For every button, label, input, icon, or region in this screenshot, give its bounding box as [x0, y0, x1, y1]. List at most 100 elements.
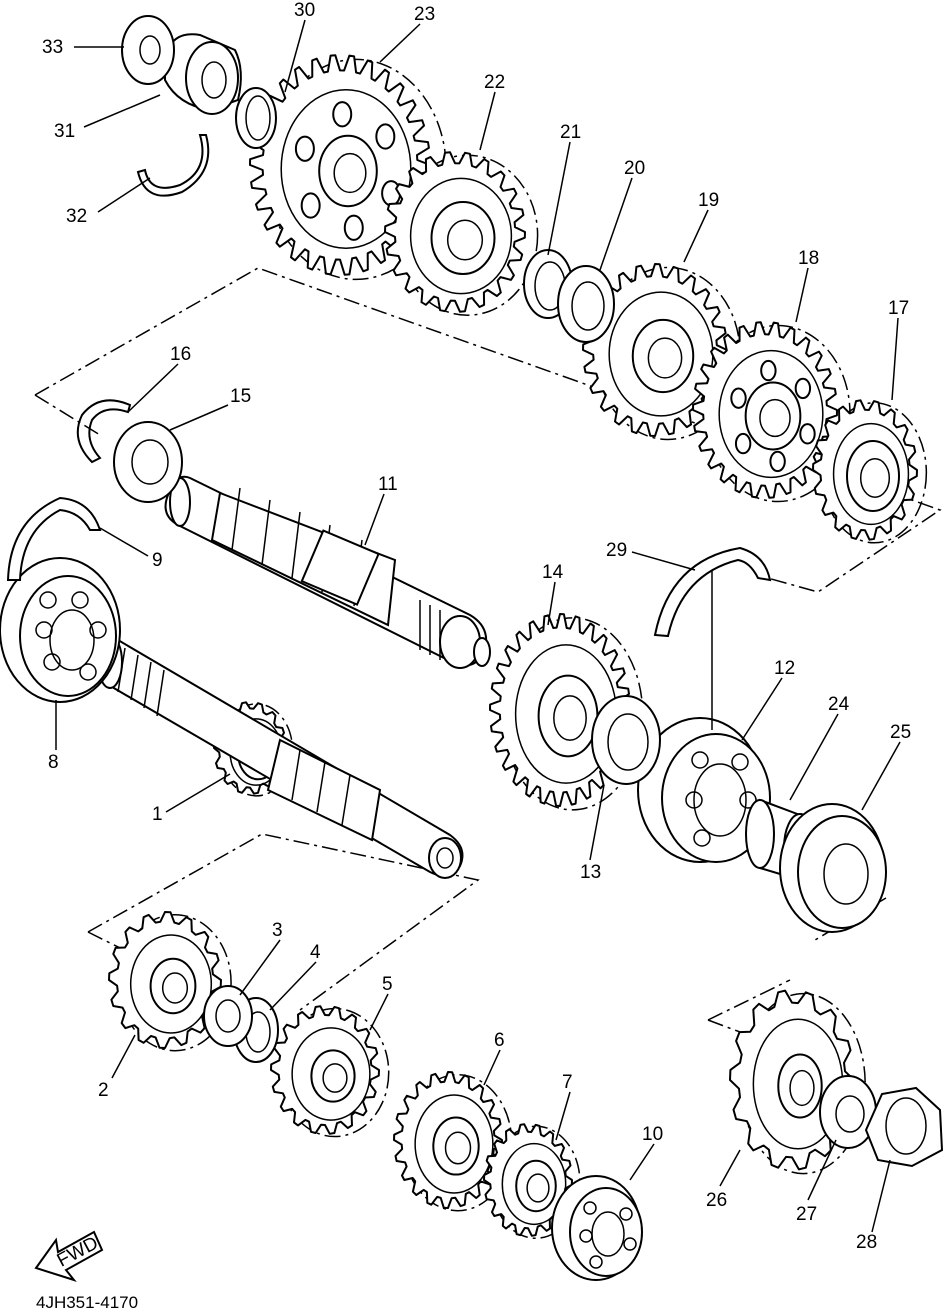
gear-22-web	[409, 177, 513, 295]
gear-2-rear-face	[118, 913, 232, 1052]
callout-2: 2	[98, 1080, 109, 1101]
callout-11: 11	[378, 474, 398, 495]
washer-33	[121, 15, 175, 85]
lock-washer-27	[819, 1075, 877, 1149]
callout-25: 25	[890, 722, 911, 743]
sprocket-26-bore	[789, 1069, 815, 1107]
gear-17-web	[832, 422, 910, 526]
fwd-label: FWD	[54, 1233, 102, 1272]
gear-5-bore	[322, 1063, 348, 1093]
gear-22-hub	[430, 201, 496, 275]
gear-18-lightening-hole	[799, 423, 816, 445]
gear-17-bore	[859, 458, 891, 498]
gear-6-web	[414, 1094, 494, 1194]
gear-22-bore	[446, 219, 484, 261]
bearing-12	[637, 717, 771, 863]
sprocket-26-hub	[777, 1053, 823, 1119]
gear-22	[384, 151, 539, 316]
gear-23-lightening-hole	[294, 135, 315, 162]
callout-27: 27	[796, 1204, 817, 1225]
fwd-arrow: FWD	[34, 1230, 104, 1282]
gear-18-lightening-hole	[794, 377, 812, 400]
gear-23-lightening-hole	[300, 192, 321, 219]
gear-18	[692, 321, 851, 503]
callout-29: 29	[606, 540, 627, 561]
gear-17-rear-face	[821, 402, 928, 544]
gear-18-lightening-hole	[760, 359, 777, 382]
callout-33: 33	[42, 37, 63, 58]
callout-10: 10	[642, 1124, 663, 1145]
callout-labels: 33 31 32 30 23 22 21 20 19 18 17 16 15 1…	[42, 0, 911, 1253]
gear-14-bore	[553, 695, 587, 741]
lock-washer-3	[203, 985, 253, 1047]
gear-19-hub	[631, 318, 695, 394]
callout-7: 7	[562, 1072, 573, 1093]
gear-2-bore	[161, 972, 189, 1004]
callout-31: 31	[54, 121, 75, 142]
callout-24: 24	[828, 694, 850, 715]
callout-16: 16	[170, 344, 191, 365]
bearing-10	[551, 1175, 643, 1281]
gear-18-web	[718, 349, 824, 479]
part-number: 4JH351-4170	[36, 1293, 138, 1312]
drive-axle-1	[93, 635, 464, 879]
callout-8: 8	[48, 752, 59, 773]
gear-5-web	[291, 1027, 371, 1121]
callout-6: 6	[494, 1030, 505, 1051]
callout-5: 5	[382, 974, 393, 995]
callout-20: 20	[624, 158, 645, 179]
nut-28	[864, 1086, 944, 1168]
gear-6-hub	[432, 1116, 480, 1176]
gear-6-bore	[444, 1131, 472, 1165]
callout-13: 13	[580, 862, 601, 883]
gear-2-web	[129, 934, 213, 1034]
gear-7-bore	[526, 1173, 550, 1203]
callout-30: 30	[294, 0, 315, 21]
callout-21: 21	[560, 122, 581, 143]
group-bracket-sprocket	[707, 979, 791, 1033]
washer-20	[557, 265, 615, 343]
bearing-31	[164, 33, 242, 115]
gears-layer	[108, 54, 928, 1239]
circlip-32	[136, 134, 210, 197]
gear-23-lightening-hole	[343, 214, 364, 241]
gear-17	[812, 399, 928, 544]
gear-23-hub	[318, 134, 378, 208]
gear-18-lightening-hole	[734, 432, 752, 455]
callout-23: 23	[414, 4, 435, 25]
gear-7-hub	[515, 1159, 557, 1213]
callout-14: 14	[542, 562, 564, 583]
callout-18: 18	[798, 248, 819, 269]
bearing-8	[0, 557, 121, 703]
callout-4: 4	[310, 942, 321, 963]
callout-22: 22	[484, 72, 505, 93]
gear-2-hub	[149, 957, 197, 1015]
callout-28: 28	[856, 1232, 877, 1253]
gear-5-hub	[310, 1049, 356, 1103]
gear-23-lightening-hole	[375, 123, 396, 150]
callout-26: 26	[706, 1190, 727, 1211]
callout-9: 9	[152, 550, 163, 571]
gear-2	[108, 911, 232, 1052]
washer-13	[591, 695, 661, 785]
circlip-9	[6, 496, 102, 581]
gear-23-bore	[333, 152, 367, 194]
callout-32: 32	[66, 206, 87, 227]
gear-5	[270, 1005, 390, 1138]
circlip-30	[235, 87, 277, 149]
gear-19	[582, 263, 741, 441]
gear-18-hub	[744, 381, 802, 451]
gear-7-web	[501, 1142, 567, 1226]
gear-17-hub	[846, 440, 900, 512]
lock-washer-15	[113, 421, 183, 503]
main-axle-11	[164, 475, 491, 669]
gear-18-bore	[759, 398, 791, 438]
gear-19-bore	[647, 337, 683, 379]
callout-12: 12	[774, 658, 795, 679]
callout-17: 17	[888, 298, 909, 319]
callout-19: 19	[698, 190, 719, 211]
callout-3: 3	[272, 920, 283, 941]
gear-14-hub	[537, 674, 599, 758]
callout-15: 15	[230, 386, 251, 407]
